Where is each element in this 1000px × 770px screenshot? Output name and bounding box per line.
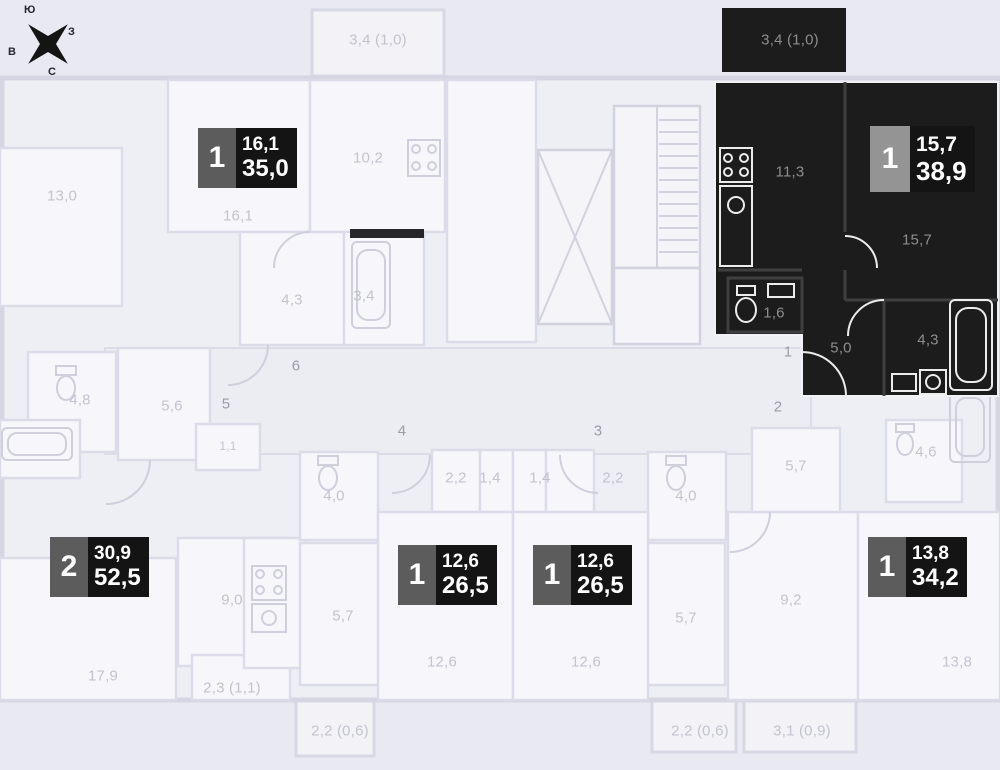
room-area-label: 16,1 bbox=[223, 207, 253, 225]
total-area: 52,5 bbox=[94, 563, 141, 591]
unit-number-label: 5 bbox=[221, 395, 231, 413]
total-area: 38,9 bbox=[916, 155, 967, 186]
room-area-label: 2,2 bbox=[602, 469, 624, 487]
room-area-label: 3,4 bbox=[353, 287, 375, 305]
living-area: 30,9 bbox=[94, 542, 131, 564]
room-area-label: 2,2 (0,6) bbox=[671, 722, 729, 740]
room-area-label: 11,3 bbox=[775, 163, 805, 181]
room-area-label: 1,4 bbox=[529, 469, 551, 487]
room-count: 1 bbox=[870, 126, 910, 192]
compass-label-south: Ю bbox=[24, 4, 36, 16]
apartment-badge[interactable]: 1 16,1 35,0 bbox=[198, 128, 297, 188]
selected-apartment-fixture-icons bbox=[719, 147, 993, 397]
room-area-label: 2,2 bbox=[445, 469, 467, 487]
apartment-badge-selected[interactable]: 1 15,7 38,9 bbox=[870, 126, 975, 192]
room-area-label: 3,4 (1,0) bbox=[761, 31, 819, 49]
room-area-label: 4,3 bbox=[281, 291, 303, 309]
unit-number-label: 4 bbox=[397, 422, 407, 440]
room-area-label: 9,2 bbox=[780, 591, 802, 609]
room-area-label: 9,0 bbox=[221, 591, 243, 609]
living-area: 16,1 bbox=[242, 133, 279, 155]
unit-number-label: 1 bbox=[783, 343, 793, 361]
bathroom-fixture-icons bbox=[1, 139, 991, 633]
apartment-badge[interactable]: 2 30,9 52,5 bbox=[50, 537, 149, 597]
apartment-badge[interactable]: 1 12,6 26,5 bbox=[533, 545, 632, 605]
room-area-label: 3,1 (0,9) bbox=[773, 722, 831, 740]
room-count: 1 bbox=[198, 128, 236, 188]
room-area-label: 10,2 bbox=[353, 149, 383, 167]
total-area: 26,5 bbox=[442, 571, 489, 599]
room-area-label: 15,7 bbox=[902, 231, 932, 249]
living-area: 15,7 bbox=[916, 132, 957, 156]
room-count: 2 bbox=[50, 537, 88, 597]
apartment-badge[interactable]: 1 12,6 26,5 bbox=[398, 545, 497, 605]
unit-number-label: 6 bbox=[291, 357, 301, 375]
unit-number-label: 2 bbox=[773, 398, 783, 416]
room-count: 1 bbox=[533, 545, 571, 605]
total-area: 35,0 bbox=[242, 154, 289, 182]
room-area-label: 5,0 bbox=[830, 339, 852, 357]
compass-label-north: С bbox=[48, 66, 56, 78]
room-area-label: 5,7 bbox=[332, 607, 354, 625]
room-area-label: 4,0 bbox=[323, 487, 345, 505]
room-area-label: 12,6 bbox=[571, 653, 601, 671]
unit-number-label: 3 bbox=[593, 422, 603, 440]
living-area: 12,6 bbox=[442, 550, 479, 572]
room-area-label: 12,6 bbox=[427, 653, 457, 671]
room-area-label: 1,6 bbox=[763, 304, 785, 322]
room-area-label: 17,9 bbox=[88, 667, 118, 685]
room-area-label: 2,3 (1,1) bbox=[203, 679, 261, 697]
compass-label-west: З bbox=[68, 26, 75, 38]
selected-apartment-balcony bbox=[722, 8, 846, 72]
living-area: 13,8 bbox=[912, 542, 949, 564]
room-count: 1 bbox=[398, 545, 436, 605]
compass-label-east: В bbox=[8, 46, 16, 58]
total-area: 26,5 bbox=[577, 571, 624, 599]
vent-shaft bbox=[350, 229, 424, 238]
apartment-badge[interactable]: 1 13,8 34,2 bbox=[868, 537, 967, 597]
room-area-label: 4,0 bbox=[675, 487, 697, 505]
compass: Ю З В С bbox=[8, 4, 88, 84]
room-area-label: 1,1 bbox=[219, 439, 237, 453]
room-area-label: 5,7 bbox=[675, 609, 697, 627]
living-area: 12,6 bbox=[577, 550, 614, 572]
shaft-cross-icon bbox=[537, 106, 698, 325]
room-area-label: 4,3 bbox=[917, 331, 939, 349]
room-area-label: 4,6 bbox=[915, 443, 937, 461]
room-area-label: 2,2 (0,6) bbox=[311, 722, 369, 740]
room-area-label: 3,4 (1,0) bbox=[349, 31, 407, 49]
room-area-label: 13,8 bbox=[942, 653, 972, 671]
room-area-label: 13,0 bbox=[47, 187, 77, 205]
total-area: 34,2 bbox=[912, 563, 959, 591]
room-count: 1 bbox=[868, 537, 906, 597]
room-area-label: 4,8 bbox=[69, 391, 91, 409]
room-area-label: 5,7 bbox=[785, 457, 807, 475]
compass-star-icon bbox=[28, 24, 68, 64]
room-area-label: 1,4 bbox=[479, 469, 501, 487]
room-area-label: 5,6 bbox=[161, 397, 183, 415]
